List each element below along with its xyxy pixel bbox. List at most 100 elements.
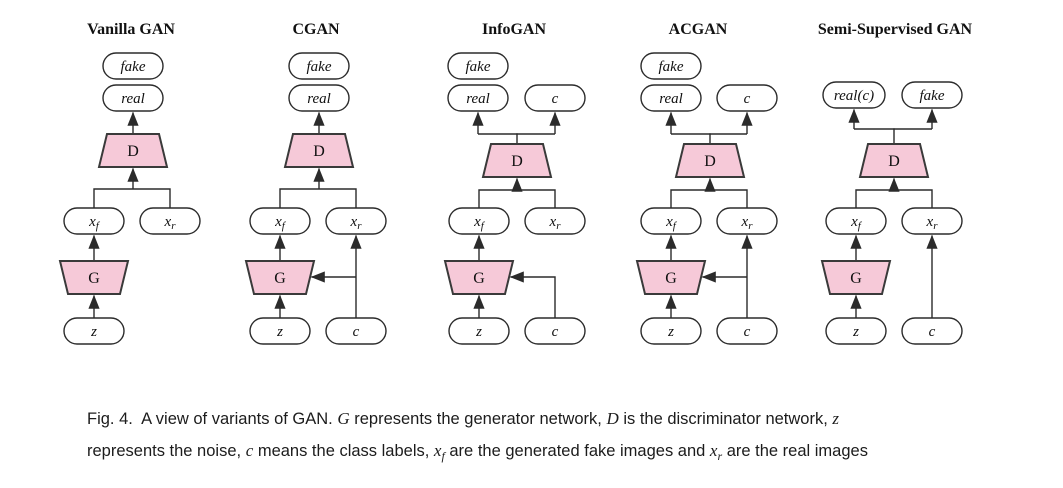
node-xr [139,207,201,235]
caption-segment: c [245,441,254,460]
node-xf-label: xf [665,214,678,232]
node-z-label: z [475,324,482,340]
node-fake [288,52,350,80]
figure-caption: Fig. 4. A view of variants of GAN. G rep… [87,403,1047,472]
caption-segment: G [337,409,350,428]
discriminator-trapezoid [858,143,930,178]
discriminator-label: D [511,153,523,170]
node-xr-label: xr [741,214,754,232]
column-cgan: CGAN fake real D xf xr G z c [244,21,387,345]
node-c [716,317,778,345]
node-c-out [524,84,586,112]
discriminator-label: D [127,143,139,160]
node-xf-label: xf [88,214,101,232]
column-title: Vanilla GAN [87,21,175,38]
node-fake [901,81,963,109]
node-real-c [822,81,886,109]
generator-trapezoid [58,260,130,295]
generator-trapezoid [820,260,892,295]
node-xf-label: xf [473,214,486,232]
node-c-out-label: c [744,91,751,107]
node-real-label: real [307,91,331,107]
node-c-label: c [744,324,751,340]
node-c [901,317,963,345]
node-xr [524,207,586,235]
node-z-label: z [667,324,674,340]
node-z [249,317,311,345]
node-xr [901,207,963,235]
node-real-label: real [659,91,683,107]
discriminator-label: D [888,153,900,170]
discriminator-trapezoid [283,133,355,168]
node-xr-label: xr [926,214,939,232]
column-infogan: InfoGAN fake real c D xf xr G z c [443,21,586,345]
node-xf [249,207,311,235]
node-real [447,84,509,112]
column-title: CGAN [292,21,340,38]
node-c-label: c [353,324,360,340]
caption-segment: r [717,449,723,463]
discriminator-label: D [313,143,325,160]
node-c-label: c [552,324,559,340]
discriminator-label: D [704,153,716,170]
node-xr [325,207,387,235]
node-c [325,317,387,345]
node-z-label: z [276,324,283,340]
caption-segment: Fig. 4. A view of variants of GAN. [87,410,338,428]
generator-trapezoid [244,260,316,295]
node-z [825,317,887,345]
node-xf [825,207,887,235]
node-xr-label: xr [549,214,562,232]
node-c-out-label: c [552,91,559,107]
generator-label: G [274,270,286,287]
edge-junction [93,188,171,208]
caption-segment: x [433,441,442,460]
edge-junction [478,189,556,208]
node-fake [640,52,702,80]
caption-segment: represents the noise, [87,442,246,460]
column-acgan: ACGAN fake real c D xf xr G z c [635,21,778,345]
discriminator-trapezoid [674,143,746,178]
node-xf [63,207,125,235]
column-semi-supervised-gan: Semi-Supervised GAN real(c) fake D xf xr… [818,21,973,345]
node-c [524,317,586,345]
node-real [288,84,350,112]
column-title: InfoGAN [482,21,546,38]
node-c-label: c [929,324,936,340]
node-real [102,84,164,112]
node-xr-label: xr [350,214,363,232]
node-real-label: real [121,91,145,107]
node-fake [447,52,509,80]
node-xf-label: xf [850,214,863,232]
edge-junction [670,189,748,208]
node-c-out [716,84,778,112]
node-fake-label: fake [920,88,945,104]
generator-label: G [850,270,862,287]
caption-segment: means the class labels, [253,442,434,460]
node-z-label: z [90,324,97,340]
node-fake-label: fake [466,59,491,75]
edge-junction [279,188,357,208]
caption-segment: D [606,409,619,428]
generator-label: G [665,270,677,287]
node-xr [716,207,778,235]
node-z-label: z [852,324,859,340]
node-z [640,317,702,345]
generator-label: G [473,270,485,287]
discriminator-trapezoid [481,143,553,178]
node-xf [640,207,702,235]
node-real [640,84,702,112]
discriminator-trapezoid [97,133,169,168]
caption-segment: z [832,409,840,428]
edge-c-to-g [509,271,556,318]
node-real-label: real [466,91,490,107]
node-xf-label: xf [274,214,287,232]
caption-segment: are the real images [722,442,868,460]
node-xf [448,207,510,235]
caption-segment: f [441,449,445,463]
caption-segment: is the discriminator network, [618,410,833,428]
caption-segment: are the generated fake images and [444,442,710,460]
node-real-c-label: real(c) [834,88,874,104]
node-z [63,317,125,345]
